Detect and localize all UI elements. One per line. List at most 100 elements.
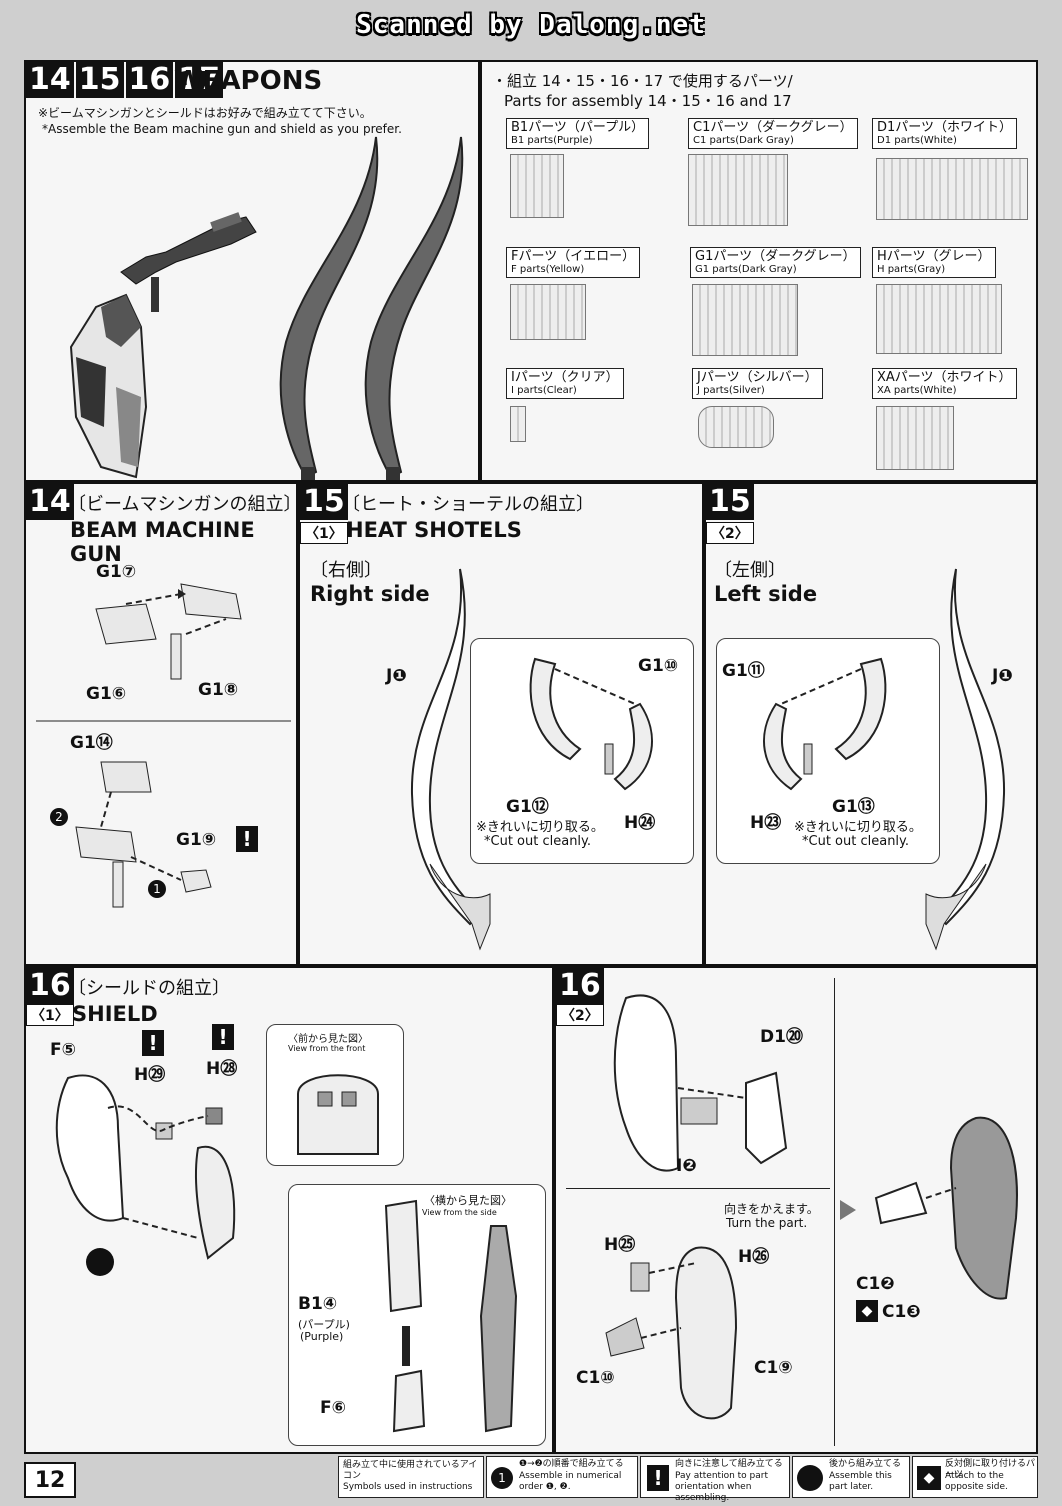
cut-note-en: *Cut out cleanly. [484, 834, 592, 849]
legend-text-jp: 後から組み立てる [829, 1459, 902, 1469]
step15-1-heat-shotels-panel: 15 〈1〉 〔ヒート・ショーテルの組立〕 HEAT SHOTELS 〔右側〕 … [298, 482, 704, 966]
substep-number: 〈2〉 [706, 522, 754, 544]
legend-text-en: Pay attention to part orientation when a… [675, 1471, 768, 1503]
step-badge: 17 [175, 62, 223, 98]
part-label: J❶ [992, 666, 1013, 686]
left-shotel-guard-diagram [763, 657, 887, 791]
assemble-later-icon [797, 1465, 823, 1491]
step-title-en: HEAT SHOTELS [346, 518, 522, 542]
step-order-1-icon: 1 [491, 1467, 513, 1489]
attention-icon: ! [142, 1030, 164, 1056]
callout-lines [36, 720, 291, 722]
cut-note-jp: ※きれいに切り取る。 [794, 820, 922, 835]
legend-text-en: Attach to the opposite side. [945, 1471, 1008, 1492]
runner-h [876, 284, 1002, 354]
step-order-2-icon: 2 [50, 808, 68, 826]
part-label: C1❸ [882, 1302, 921, 1322]
heat-shotels-illustration [279, 136, 464, 480]
legend-opposite-side: ◆ 反対側に取り付けるパーツ Attach to the opposite si… [912, 1456, 1038, 1498]
step-title-jp: 〔シールドの組立〕 [68, 978, 230, 999]
parts-label-h: Hパーツ（グレー） H parts(Gray) [872, 247, 996, 278]
part-label: H㉓ [750, 813, 782, 833]
detail-callout [470, 638, 694, 864]
part-label: C1❷ [856, 1274, 895, 1294]
part-label: C1⑩ [576, 1368, 615, 1388]
legend-text-en: Assemble in numerical order ❶, ❷. [519, 1471, 622, 1492]
step16-2-shield-panel: 16 〈2〉 D1⑳ I❷ 向きをかえます。 Turn the part. H㉕… [554, 966, 1038, 1454]
parts-label-i: Iパーツ（クリア） I parts(Clear) [506, 368, 624, 399]
parts-label-en: I parts(Clear) [511, 385, 577, 396]
step15-2-heat-shotels-panel: 15 〈2〉 〔左側〕 Left side G1⑪ G1⑬ H㉓ ※きれいに切り… [704, 482, 1038, 966]
parts-list-panel: ・組立 14・15・16・17 で使用するパーツ/ Parts for asse… [480, 60, 1038, 482]
legend-numerical-order: 1 ❶→❷の順番で組み立てる Assemble in numerical ord… [486, 1456, 638, 1498]
step-order-1-icon: 1 [148, 880, 166, 898]
parts-label-jp: C1パーツ（ダークグレー） [693, 120, 853, 135]
shield-illustration [69, 293, 148, 479]
step-title-jp: 〔ヒート・ショーテルの組立〕 [342, 494, 594, 515]
next-arrow-icon [840, 1200, 856, 1220]
step-number: 15 [300, 484, 348, 520]
part-label: H㉙ [134, 1065, 166, 1085]
side-view-jp: 〈横から見た図〉 [424, 1194, 512, 1207]
parts-label-jp: Jパーツ（シルバー） [697, 370, 818, 385]
legend-text-en: Assemble this part later. [829, 1471, 892, 1492]
page-number: 12 [24, 1462, 76, 1498]
parts-label-jp: XAパーツ（ホワイト） [877, 370, 1012, 385]
side-label-en: Right side [310, 582, 430, 606]
part-label: G1⑪ [722, 661, 765, 681]
step16-1-shield-panel: 16 〈1〉 〔シールドの組立〕 SHIELD F⑤ ! H㉙ ! H㉘ 〈前か… [24, 966, 554, 1454]
turn-note-jp: 向きをかえます。 [724, 1202, 819, 1216]
symbols-jp: 組み立て中に使用されているアイコン [343, 1460, 478, 1481]
parts-label-c1: C1パーツ（ダークグレー） C1 parts(Dark Gray) [688, 118, 858, 149]
legend-orientation: ! 向きに注意して組み立てる Pay attention to part ori… [640, 1456, 790, 1503]
shield-assembly-diagram [55, 1074, 236, 1260]
parts-label-en: G1 parts(Dark Gray) [695, 264, 797, 275]
parts-label-jp: Fパーツ（イエロー） [511, 249, 636, 264]
detail-callout [716, 638, 940, 864]
front-view-diagram [297, 1074, 379, 1155]
part-label: G1⑥ [86, 684, 127, 704]
legend-assemble-later: 後から組み立てる Assemble this part later. [792, 1456, 910, 1498]
parts-label-j: Jパーツ（シルバー） J parts(Silver) [692, 368, 823, 399]
color-note-en: (Purple) [300, 1330, 344, 1343]
part-label: H㉘ [206, 1059, 238, 1079]
attention-icon: ! [236, 826, 258, 852]
shield-back-assembly-diagram [605, 1246, 738, 1420]
beam-machine-gun-illustration [120, 212, 257, 312]
parts-header-line2: Parts for assembly 14・15・16 and 17 [504, 92, 792, 110]
step-number: 16 [26, 968, 74, 1004]
part-label: G1⑧ [198, 680, 239, 700]
weapons-note-jp: ※ビームマシンガンとシールドはお好みで組み立てて下さい。 [38, 106, 372, 120]
weapons-title: WEAPONS [174, 66, 323, 96]
right-shotel-blade [410, 568, 491, 951]
parts-label-en: H parts(Gray) [877, 264, 946, 275]
legend-text-jp: ❶→❷の順番で組み立てる [519, 1459, 624, 1469]
runner-b1 [510, 154, 564, 218]
part-label: G1⑦ [96, 562, 137, 582]
parts-label-en: XA parts(White) [877, 385, 957, 396]
attention-icon: ! [647, 1465, 669, 1491]
parts-label-en: D1 parts(White) [877, 135, 957, 146]
shield-side-view-diagram [384, 1199, 518, 1433]
parts-label-en: B1 parts(Purple) [511, 135, 593, 146]
front-view-jp: 〈前から見た図〉 [288, 1034, 368, 1045]
runner-g1 [692, 284, 798, 356]
runner-f [510, 284, 586, 340]
part-label: G1⑩ [638, 656, 679, 676]
parts-header-line1: ・組立 14・15・16・17 で使用するパーツ/ [492, 72, 793, 90]
part-label: H㉕ [604, 1235, 636, 1255]
substep-number: 〈2〉 [556, 1004, 604, 1026]
runner-c1 [688, 154, 788, 226]
shield-final-diagram [874, 1116, 1018, 1300]
parts-label-jp: D1パーツ（ホワイト） [877, 120, 1013, 135]
runner-d1 [876, 158, 1028, 220]
side-label-jp: 〔左側〕 [714, 560, 786, 581]
part-label: F⑤ [50, 1040, 77, 1060]
opposite-side-icon: ◆ [856, 1300, 878, 1322]
runner-xa [876, 406, 954, 470]
step-number: 14 [26, 484, 74, 520]
cut-note-jp: ※きれいに切り取る。 [476, 820, 604, 835]
parts-label-en: J parts(Silver) [697, 385, 765, 396]
parts-label-jp: Hパーツ（グレー） [877, 249, 991, 264]
